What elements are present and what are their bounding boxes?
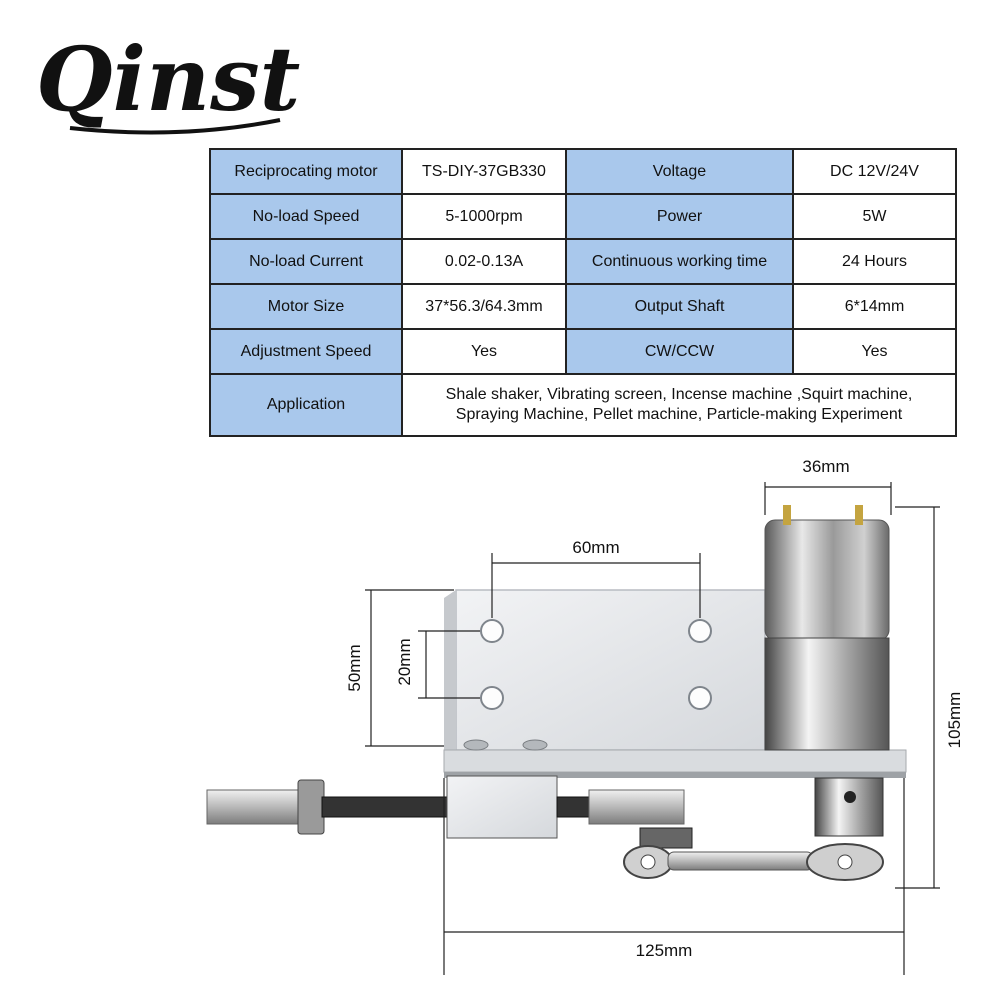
table-row: No-load Current 0.02-0.13A Continuous wo… <box>209 238 957 285</box>
application-line: Spraying Machine, Pellet machine, Partic… <box>455 406 903 423</box>
mounting-hole <box>480 686 504 710</box>
spec-label: Power <box>565 193 794 240</box>
table-row: Adjustment Speed Yes CW/CCW Yes <box>209 328 957 375</box>
mounting-holes <box>480 619 712 710</box>
brand-logo: Qinst <box>36 27 300 135</box>
spec-value: Yes <box>401 328 567 375</box>
spec-value: 37*56.3/64.3mm <box>401 283 567 330</box>
spec-label: Output Shaft <box>565 283 794 330</box>
spec-label: Application <box>209 373 403 437</box>
dimension-plate-height: 50mm <box>345 589 454 747</box>
motor-terminal <box>783 505 791 525</box>
dc-motor <box>764 505 890 837</box>
spec-value: 0.02-0.13A <box>401 238 567 285</box>
spec-value: 5-1000rpm <box>401 193 567 240</box>
spec-label: No-load Speed <box>209 193 403 240</box>
mounting-hole <box>688 686 712 710</box>
slider-assembly <box>206 775 685 839</box>
dimension-label: 20mm <box>395 638 414 685</box>
mounting-hole <box>480 619 504 643</box>
dimension-label: 50mm <box>345 644 364 691</box>
dimension-total-height: 105mm <box>895 506 964 889</box>
spec-label: No-load Current <box>209 238 403 285</box>
table-row: Reciprocating motor TS-DIY-37GB330 Volta… <box>209 148 957 195</box>
spec-label: Continuous working time <box>565 238 794 285</box>
motor-terminal <box>855 505 863 525</box>
application-line: Shale shaker, Vibrating screen, Incense … <box>445 386 913 403</box>
dimension-motor-diameter: 36mm <box>764 457 892 515</box>
table-row: No-load Speed 5-1000rpm Power 5W <box>209 193 957 240</box>
dimension-label: 60mm <box>572 538 619 557</box>
crank-linkage <box>623 827 884 881</box>
dimension-label: 125mm <box>636 941 693 960</box>
spec-value: 5W <box>792 193 957 240</box>
spec-value: 6*14mm <box>792 283 957 330</box>
base-plate <box>443 739 907 778</box>
spec-value: 24 Hours <box>792 238 957 285</box>
product-dimension-drawing: 36mm 60mm 50mm 20mm 105mm 125mm <box>206 457 964 975</box>
spec-label: Adjustment Speed <box>209 328 403 375</box>
mounting-hole <box>688 619 712 643</box>
connector-rod <box>588 789 685 825</box>
spec-value: Yes <box>792 328 957 375</box>
dimension-label: 105mm <box>945 692 964 749</box>
dimension-hole-spacing-horizontal: 60mm <box>491 538 701 618</box>
spec-label: Reciprocating motor <box>209 148 403 195</box>
threaded-rod <box>556 796 590 818</box>
slider-block <box>446 775 558 839</box>
hex-nut <box>297 779 325 835</box>
spec-label: Voltage <box>565 148 794 195</box>
output-rod-end <box>206 789 303 825</box>
spec-label: CW/CCW <box>565 328 794 375</box>
set-screw <box>844 791 856 803</box>
output-shaft-hub <box>814 777 884 837</box>
linkage-nut <box>639 827 693 849</box>
linkage-rod <box>667 851 814 871</box>
spec-value: TS-DIY-37GB330 <box>401 148 567 195</box>
dimension-hole-spacing-vertical: 20mm <box>395 630 480 699</box>
table-row: Motor Size 37*56.3/64.3mm Output Shaft 6… <box>209 283 957 330</box>
logo-swash <box>69 118 281 135</box>
dimension-total-length: 125mm <box>443 778 905 975</box>
table-row: Application Shale shaker, Vibrating scre… <box>209 373 957 437</box>
application-list: Shale shaker, Vibrating screen, Incense … <box>401 373 957 437</box>
spec-table: Reciprocating motor TS-DIY-37GB330 Volta… <box>209 148 957 437</box>
spec-label: Motor Size <box>209 283 403 330</box>
logo-text: Qinst <box>36 27 300 131</box>
spec-value: DC 12V/24V <box>792 148 957 195</box>
threaded-rod <box>321 796 448 818</box>
dimension-label: 36mm <box>802 457 849 476</box>
